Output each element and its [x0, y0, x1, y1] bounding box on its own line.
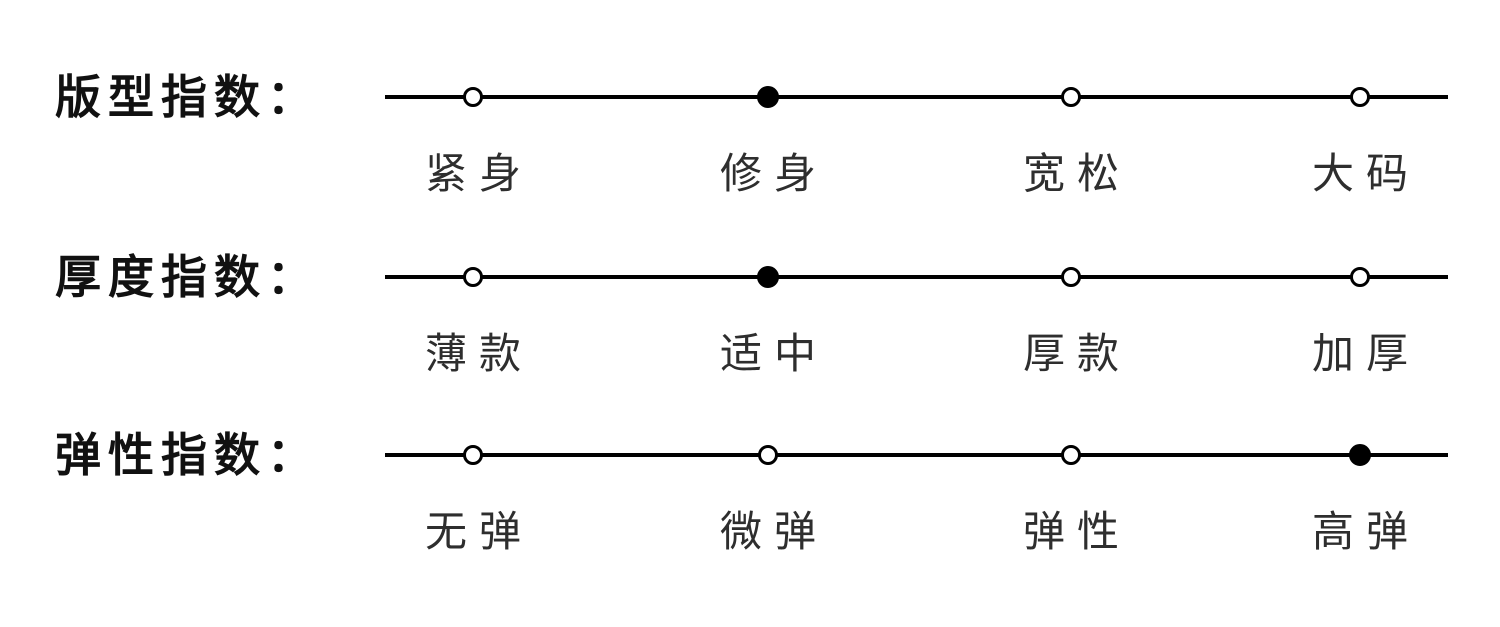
- scale-track-thickness: 薄款 适中 厚款 加厚: [385, 257, 1448, 377]
- scale-point: [463, 267, 484, 287]
- scale-point: [1349, 87, 1370, 107]
- scale-line: [385, 95, 1448, 99]
- scale-track-elasticity: 无弹 微弹 弹性 高弹: [385, 435, 1448, 555]
- option-label: 修身: [719, 150, 828, 197]
- option-label: 薄款: [425, 330, 534, 377]
- scale-point: [756, 266, 779, 288]
- option-label: 弹性: [1022, 508, 1131, 555]
- scale-point: [1060, 445, 1081, 465]
- row-title-thickness: 厚度指数：: [55, 251, 320, 303]
- option-label: 高弹: [1311, 508, 1420, 555]
- row-title-fit: 版型指数：: [55, 71, 320, 123]
- option-label: 厚款: [1022, 330, 1131, 377]
- option-label: 大码: [1311, 150, 1420, 197]
- scale-line: [385, 453, 1448, 457]
- option-label: 宽松: [1022, 150, 1131, 197]
- scale-point: [757, 445, 778, 465]
- option-label: 微弹: [719, 508, 828, 555]
- scale-point: [1348, 444, 1371, 466]
- option-label: 适中: [719, 330, 828, 377]
- scale-point: [463, 445, 484, 465]
- scale-track-fit: 紧身 修身 宽松 大码: [385, 77, 1448, 197]
- scale-point: [1349, 267, 1370, 287]
- scale-point: [756, 86, 779, 108]
- scale-line: [385, 275, 1448, 279]
- option-label: 无弹: [425, 508, 534, 555]
- scale-point: [463, 87, 484, 107]
- row-title-elasticity: 弹性指数：: [55, 429, 320, 481]
- scale-point: [1060, 267, 1081, 287]
- scale-point: [1060, 87, 1081, 107]
- option-label: 加厚: [1311, 330, 1420, 377]
- option-label: 紧身: [425, 150, 534, 197]
